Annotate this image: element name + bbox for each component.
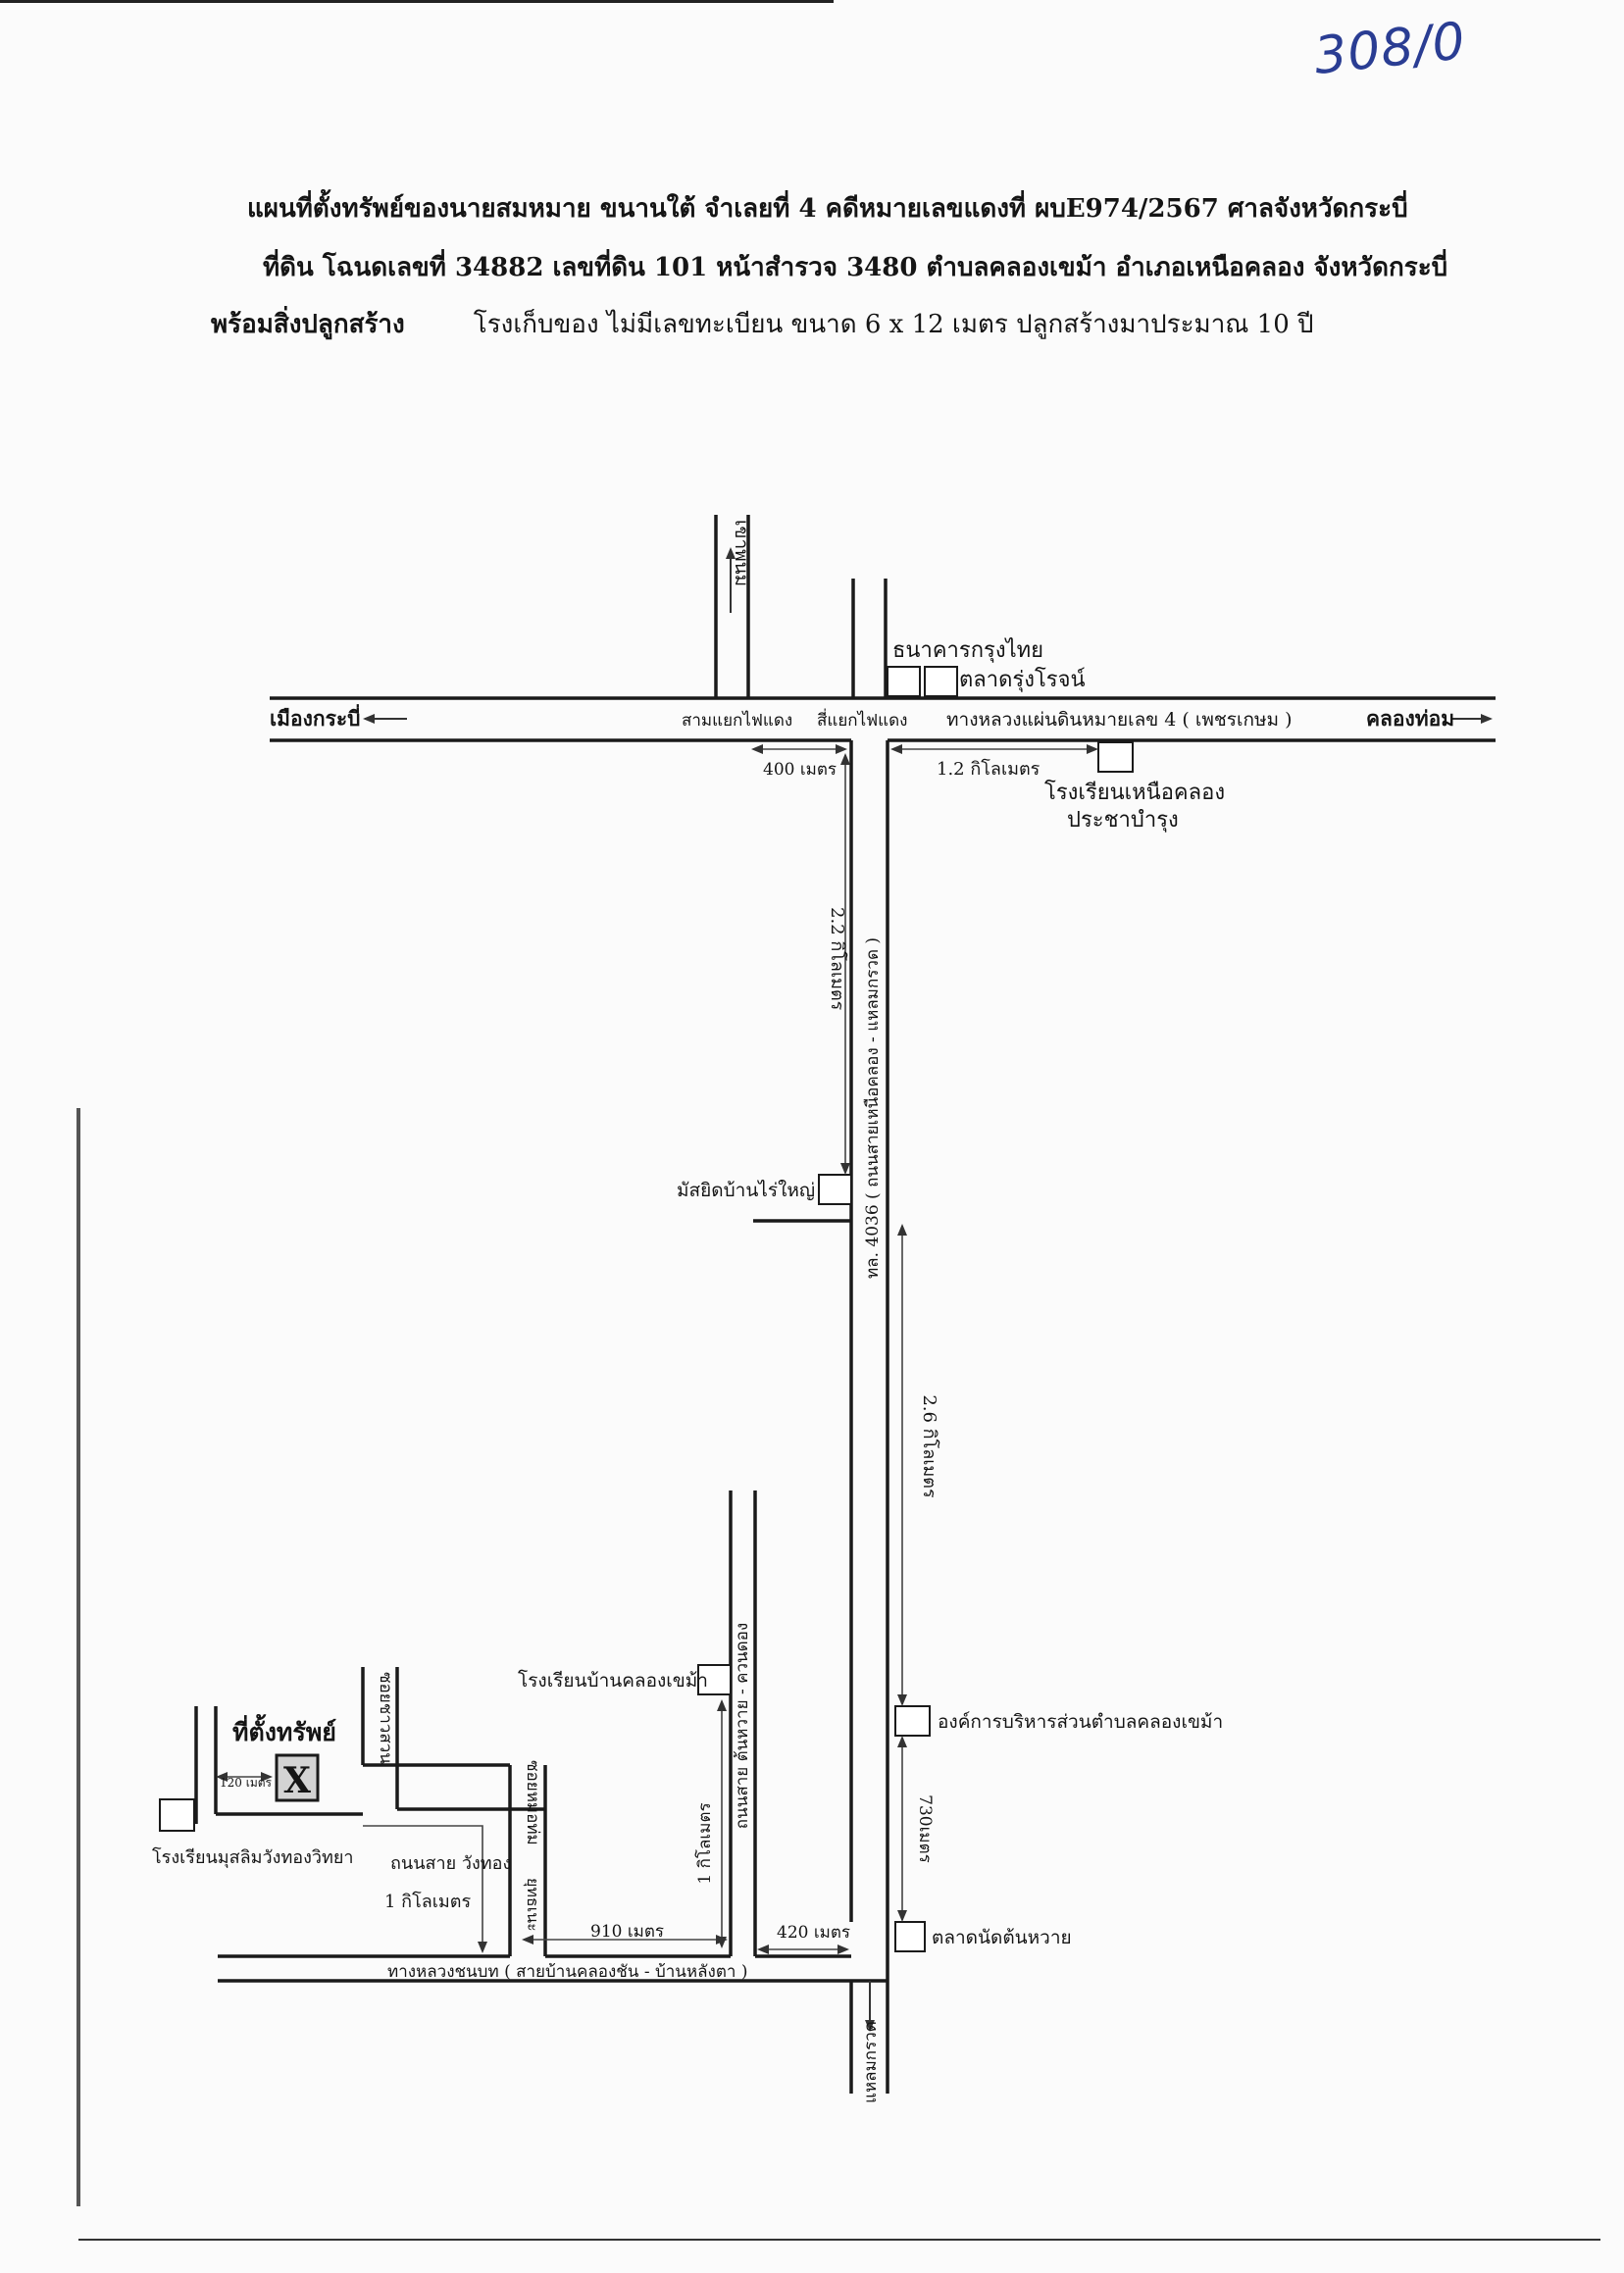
label-t-junction: สามแยกไฟแดง [682,710,792,731]
muslim-school-box [159,1798,195,1832]
property-mark: X [283,1760,311,1801]
rung-rot-market-box [924,666,958,697]
label-side-road: ถนนสาย ต้นหวาย - ควนดอง [733,1623,752,1829]
label-krungthai-bank: ธนาคารกรุงไทย [892,637,1043,663]
label-laem-kruat: แหลมกรวด [861,2021,881,2103]
label-nuea-khlong-school: โรงเรียนเหนือคลอง [1044,780,1225,805]
header-line-2: ที่ดิน โฉนดเลขที่ 34882 เลขที่ดิน 101 หน… [263,253,1448,282]
label-property-title: ที่ตั้งทรัพย์ [232,1713,336,1746]
label-distance-120m: 120 เมตร [220,1776,273,1790]
label-mosque: มัสยิดบ้านไร่ใหญ่ [677,1180,815,1201]
label-distance-1km-vertical: 1 กิโลเมตร [694,1802,715,1884]
nuea-khlong-school-box [1097,741,1134,773]
label-distance-730m: 730เมตร [915,1794,935,1863]
label-distance-910m: 910 เมตร [590,1922,664,1942]
property-box [275,1753,320,1802]
label-distance-420m: 420 เมตร [777,1923,850,1943]
label-highway-4: ทางหลวงแผ่นดินหมายเลข 4 ( เพชรเกษม ) [946,709,1293,731]
label-ton-hwai-market: ตลาดนัดต้นหวาย [932,1927,1072,1948]
scan-edge-bottom [78,2239,1600,2241]
mosque-box [818,1174,852,1205]
header-line-1: แผนที่ตั้งทรัพย์ของนายสมหมาย ขนานใต้ จำเ… [247,194,1408,224]
label-soi-yutthane: ยุทธเนะ [523,1878,542,1932]
label-rural-road: ทางหลวงชนบท ( สายบ้านคลองชัน - บ้านหลังต… [387,1962,747,1982]
tambon-org-box [894,1705,931,1737]
road-network [194,515,1496,2094]
ton-hwai-market-box [894,1921,926,1952]
landmark-boxes [159,666,1134,1952]
header-line-3-bold: พร้อมสิ่งปลูกสร้าง [211,310,405,339]
label-route-4036: ทล. 4036 ( ถนนสายเหนือคลอง - แหลมกรวด ) [863,937,883,1279]
header-line-3: พร้อมสิ่งปลูกสร้าง โรงเก็บของ ไม่มีเลขทะเ… [211,304,1314,344]
label-muslim-school: โรงเรียนมุสลิมวังทองวิทยา [152,1846,354,1868]
khlong-khamao-school-box [697,1664,732,1695]
scan-edge-left [76,1108,80,2206]
label-wang-thong-road: ถนนสาย วังทอง [390,1853,511,1874]
label-khlong-khamao-school: โรงเรียนบ้านคลองเขม้า [518,1669,708,1692]
label-distance-400m: 400 เมตร [763,760,837,780]
label-mueang-krabi: เมืองกระบี่ [270,703,361,731]
label-distance-2-6km: 2.6 กิโลเมตร [919,1394,940,1498]
label-pracha-bamrung: ประชาบำรุง [1067,808,1179,833]
label-distance-2-2km: 2.2 กิโลเมตร [827,907,848,1011]
scan-edge-top [0,0,834,3]
label-soi-chao-suan: ซอยชาวสวน [376,1672,395,1764]
krungthai-bank-box [887,666,921,697]
distance-arrows [216,744,1098,1954]
label-soi-mo-thom: ซอยหมอท่ม [523,1760,542,1845]
label-distance-1km-horizontal: 1 กิโลเมตร [384,1891,471,1912]
label-rung-rot-market: ตลาดรุ่งโรจน์ [959,667,1086,692]
header-line-3-rest: โรงเก็บของ ไม่มีเลขทะเบียน ขนาด 6 x 12 เ… [473,310,1314,339]
label-distance-1-2km: 1.2 กิโลเมตร [937,758,1040,780]
label-crossroads: สี่แยกไฟแดง [817,708,907,731]
label-khlong-thom: คลองท่อม [1366,706,1454,731]
label-tambon-org: องค์การบริหารส่วนตำบลคลองเขม้า [938,1711,1223,1733]
label-khao-phanom: เขาพนม [731,520,752,586]
